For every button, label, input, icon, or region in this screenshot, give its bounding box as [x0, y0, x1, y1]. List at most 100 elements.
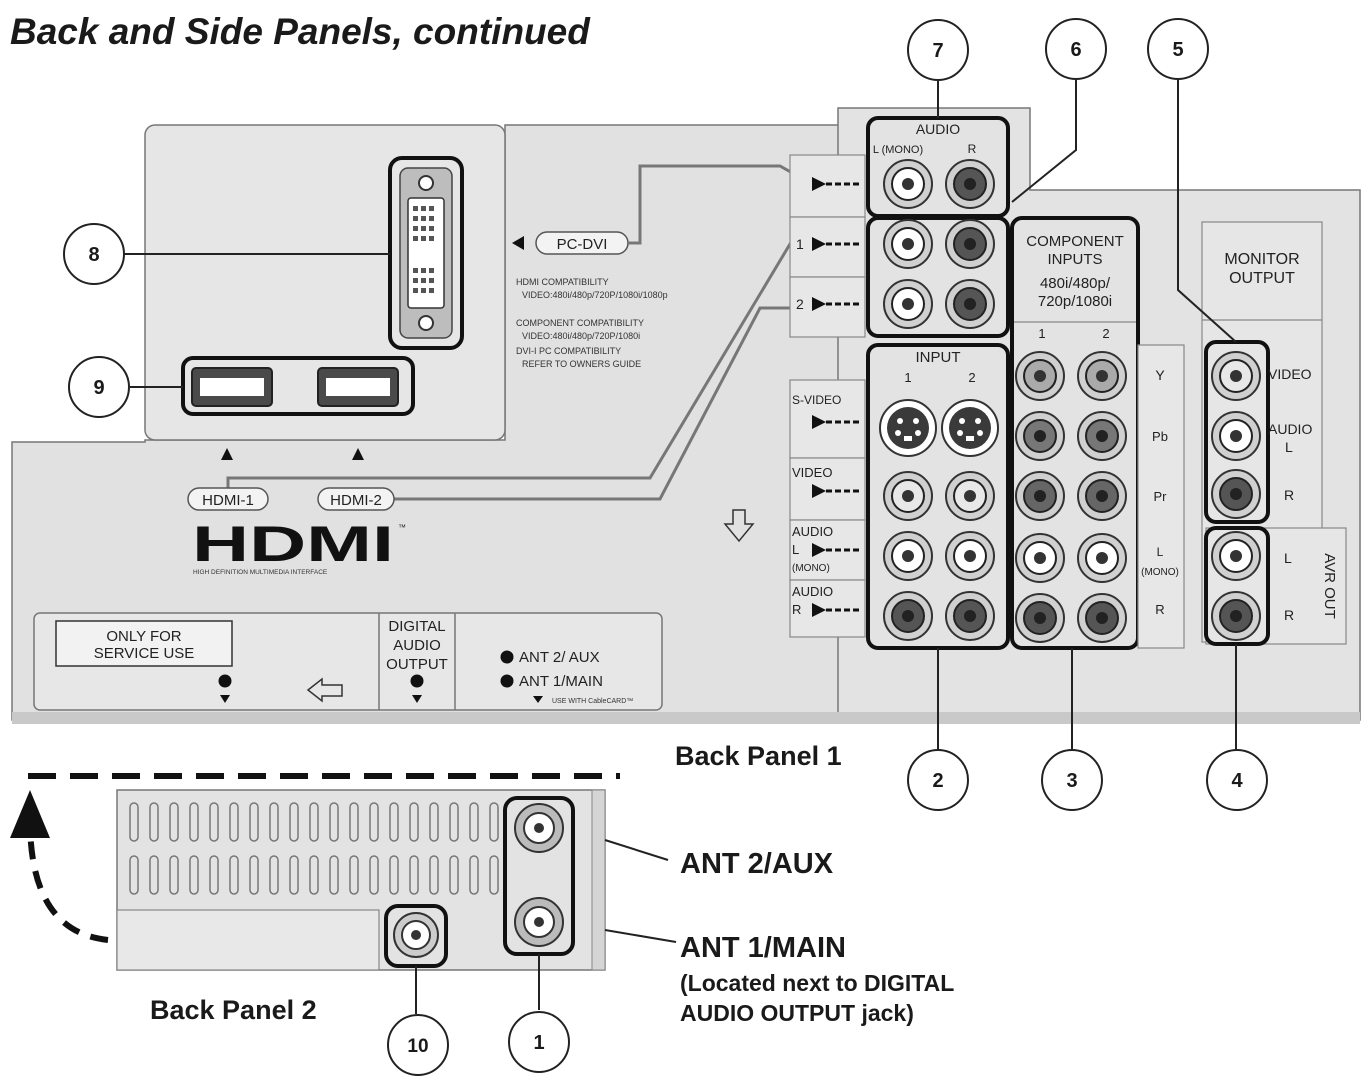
jack-monitor-audio-l[interactable]: [1211, 411, 1261, 461]
ant2-aux-label: ANT 2/AUX: [680, 848, 834, 880]
callout-3: 3: [1041, 749, 1103, 811]
panel-shadow: [12, 712, 1360, 724]
component-r-label: R: [1155, 602, 1164, 617]
ant1-label: ANT 1/MAIN: [519, 673, 603, 690]
ant2-aux-connector[interactable]: [514, 803, 564, 853]
avr-l-label: L: [1284, 550, 1292, 566]
rotate-arrow-head-icon: [10, 790, 50, 838]
digital-dot-icon: [410, 674, 424, 688]
rotate-arrow-curve: [27, 819, 109, 943]
service-text-1: ONLY FOR: [106, 628, 181, 645]
input-col-1: 1: [904, 370, 911, 385]
digital-text-2: AUDIO: [393, 637, 441, 654]
hdmi-2-arrow-icon: [352, 448, 364, 460]
callout-7: 7: [907, 19, 969, 81]
jack-component-l-2[interactable]: [1077, 533, 1127, 583]
cablecard-label: USE WITH CableCARD™: [552, 698, 633, 705]
svideo-label: S-VIDEO: [792, 393, 841, 407]
monitor-l-label: L: [1285, 439, 1293, 455]
monitor-title-1: MONITOR: [1224, 251, 1299, 268]
audio-l-label: AUDIO: [792, 524, 833, 539]
svg-text:2: 2: [932, 770, 943, 792]
jack-component-pb-2[interactable]: [1077, 411, 1127, 461]
input-col-2: 2: [968, 370, 975, 385]
svg-text:7: 7: [932, 40, 943, 62]
left-arrow-icon: [306, 677, 343, 703]
component-col-1: 1: [1038, 326, 1045, 341]
row-2-label: 2: [796, 296, 804, 312]
jack-component-pb-1[interactable]: [1015, 411, 1065, 461]
jack-row2-l[interactable]: [883, 279, 933, 329]
jack-audio-l-1[interactable]: [883, 531, 933, 581]
jack-row1-l[interactable]: [883, 219, 933, 269]
monitor-audio-label: AUDIO: [1268, 421, 1312, 437]
dvi-compat-title: DVI-I PC COMPATIBILITY: [516, 346, 621, 356]
digital-audio-output-jack[interactable]: [393, 912, 439, 958]
jack-svideo-1[interactable]: [879, 399, 937, 457]
service-box: [55, 620, 233, 667]
jack-audio-r[interactable]: [945, 159, 995, 209]
component-y-label: Y: [1155, 367, 1165, 383]
callout-6: 6: [1045, 18, 1107, 80]
page-title: Back and Side Panels, continued: [10, 11, 591, 52]
ant2-dot-icon: [500, 650, 514, 664]
component-compat-title: COMPONENT COMPATIBILITY: [516, 318, 644, 328]
row-1-label: 1: [796, 236, 804, 252]
back-panel-1-caption: Back Panel 1: [675, 741, 842, 771]
ant1-main-label: ANT 1/MAIN: [680, 932, 846, 964]
ant1-note-1: (Located next to DIGITAL: [680, 970, 954, 996]
jack-video-2[interactable]: [945, 471, 995, 521]
callout-8: 8: [63, 223, 125, 285]
jack-component-l-1[interactable]: [1015, 533, 1065, 583]
audio-header: AUDIO: [916, 121, 960, 137]
dvi-pin-grid: [413, 206, 434, 293]
component-title-3: 480i/480p/: [1040, 275, 1111, 292]
jack-audio-l[interactable]: [883, 159, 933, 209]
hdmi-2-label: HDMI-2: [330, 492, 382, 509]
jack-video-1[interactable]: [883, 471, 933, 521]
jack-component-y-1[interactable]: [1015, 351, 1065, 401]
jack-component-pr-2[interactable]: [1077, 471, 1127, 521]
audio-l-header: L (MONO): [873, 144, 923, 156]
svg-text:9: 9: [93, 377, 104, 399]
svg-text:5: 5: [1172, 39, 1183, 61]
svg-text:8: 8: [88, 244, 99, 266]
monitor-video-label: VIDEO: [1268, 366, 1312, 382]
svg-text:3: 3: [1066, 770, 1077, 792]
jack-audio-l-2[interactable]: [945, 531, 995, 581]
callout-4: 4: [1206, 749, 1268, 811]
component-title-4: 720p/1080i: [1038, 293, 1112, 310]
callout-10: 10: [387, 1014, 449, 1076]
jack-monitor-audio-r[interactable]: [1211, 469, 1261, 519]
hdmi-compat-video: VIDEO:480i/480p/720P/1080i/1080p: [522, 290, 668, 300]
ant1-note-2: AUDIO OUTPUT jack): [680, 1000, 914, 1026]
jack-component-r-2[interactable]: [1077, 593, 1127, 643]
service-arrow-icon: [220, 695, 230, 703]
callout-2: 2: [907, 749, 969, 811]
audio-r-header: R: [968, 142, 977, 156]
jack-component-y-2[interactable]: [1077, 351, 1127, 401]
jack-component-r-1[interactable]: [1015, 593, 1065, 643]
jack-row2-r[interactable]: [945, 279, 995, 329]
component-title-2: INPUTS: [1047, 251, 1102, 268]
svg-text:1: 1: [533, 1032, 544, 1054]
jack-component-pr-1[interactable]: [1015, 471, 1065, 521]
jack-monitor-video[interactable]: [1211, 351, 1261, 401]
back-panel-2-caption: Back Panel 2: [150, 995, 317, 1025]
jack-svideo-2[interactable]: [941, 399, 999, 457]
jack-audio-r-1[interactable]: [883, 591, 933, 641]
audio-l-mark: L: [792, 542, 799, 557]
component-mono-label: (MONO): [1141, 567, 1179, 578]
digital-text-1: DIGITAL: [388, 618, 445, 635]
jack-avr-r[interactable]: [1211, 591, 1261, 641]
hdmi-logo-subtitle: HIGH DEFINITION MULTIMEDIA INTERFACE: [193, 569, 328, 576]
jack-audio-r-2[interactable]: [945, 591, 995, 641]
digital-text-3: OUTPUT: [386, 656, 448, 673]
jack-row1-r[interactable]: [945, 219, 995, 269]
ant1-main-connector[interactable]: [514, 897, 564, 947]
hdmi-2-line: [392, 306, 812, 501]
component-title-1: COMPONENT: [1026, 233, 1124, 250]
jack-avr-l[interactable]: [1211, 531, 1261, 581]
hdmi-1-port-inner: [200, 378, 264, 396]
